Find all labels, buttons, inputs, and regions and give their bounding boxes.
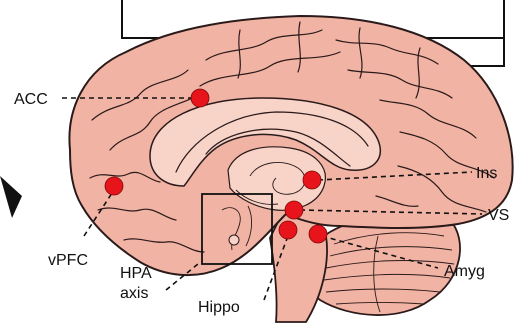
vs-marker	[285, 201, 303, 219]
hippo-marker	[279, 221, 297, 239]
vpfc-marker	[105, 177, 123, 195]
amyg-marker	[309, 225, 327, 243]
arrow-head-icon	[0, 176, 22, 218]
acc-marker	[191, 89, 209, 107]
cerebellum	[307, 214, 460, 315]
label-vs: VS	[488, 207, 509, 224]
label-hpa-line1: HPA	[120, 265, 152, 282]
label-hippo: Hippo	[198, 299, 240, 316]
label-vpfc: vPFC	[48, 252, 88, 269]
label-acc: ACC	[14, 91, 48, 108]
label-ins: Ins	[476, 165, 497, 182]
label-hpa-line2: axis	[120, 285, 148, 302]
ins-marker	[303, 171, 321, 189]
label-amyg: Amyg	[444, 263, 485, 280]
